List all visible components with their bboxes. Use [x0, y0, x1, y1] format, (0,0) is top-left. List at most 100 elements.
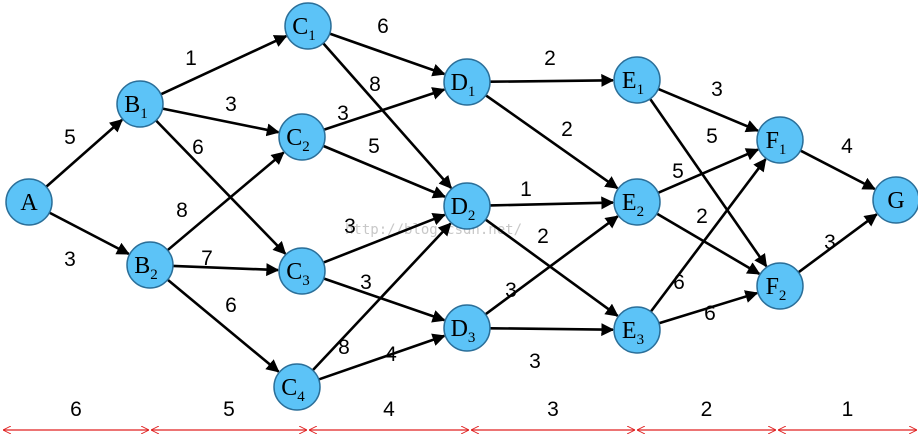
stage-label: 2: [701, 398, 713, 421]
node-circle: [278, 113, 326, 161]
edge-weight-label: 1: [185, 47, 197, 70]
edge-c2-d2: [322, 144, 447, 199]
node-circle: [613, 56, 661, 104]
edge-e2-f2: [656, 212, 761, 275]
edge-weight-label: 4: [385, 343, 397, 366]
edge-c2-d1: [323, 87, 446, 131]
edge-c1-d2: [322, 42, 453, 189]
edge-weight-label: 6: [704, 302, 716, 325]
stage-label: 5: [223, 398, 235, 421]
node-e2: E2: [613, 178, 661, 226]
stage-label: 4: [383, 398, 395, 421]
edge-weight-label: 6: [192, 136, 204, 159]
node-d3: D3: [443, 304, 491, 352]
node-e3: E3: [613, 306, 661, 354]
edge-weight-label: 4: [841, 135, 853, 158]
node-circle: [872, 176, 918, 224]
edge-d2-e2: [489, 196, 615, 210]
node-circle: [278, 247, 326, 295]
edge-f1-g: [799, 149, 876, 191]
edge-d1-e2: [485, 94, 619, 190]
stage-label: 3: [547, 398, 559, 421]
node-circle: [613, 178, 661, 226]
edge-weight-label: 3: [337, 102, 349, 125]
edge-weight-label: 2: [696, 205, 708, 228]
edge-weight-label: 5: [672, 160, 684, 183]
edge-c3-d2: [322, 213, 446, 264]
edge-weight-label: 2: [544, 47, 556, 70]
node-f1: F1: [756, 116, 804, 164]
node-f2: F2: [756, 262, 804, 310]
node-circle: [613, 306, 661, 354]
node-label: C4: [281, 375, 305, 405]
edge-weight-label: 2: [561, 118, 573, 141]
edge-f2-g: [797, 213, 878, 274]
edge-b2-c4: [166, 278, 280, 373]
edge-e2-f1: [657, 148, 760, 195]
edge-weight-label: 7: [201, 247, 213, 270]
edge-weight-label: 3: [344, 215, 356, 238]
edge-e3-f1: [649, 158, 767, 313]
node-circle: [126, 241, 174, 289]
node-circle: [284, 2, 332, 50]
node-label: G: [887, 188, 904, 214]
node-c1: C1: [284, 2, 332, 50]
node-circle: [756, 116, 804, 164]
node-d1: D1: [443, 58, 491, 106]
edge-b2-c2: [166, 151, 285, 252]
edge-e3-f2: [658, 290, 759, 325]
edge-weight-label: 6: [225, 294, 237, 317]
edge-c4-d2: [311, 222, 452, 372]
edge-weight-label: 8: [369, 73, 381, 96]
edge-d2-e3: [484, 218, 619, 317]
stages-layer: 6 5 4 3 2 1: [3, 398, 917, 430]
node-b1: B1: [116, 80, 164, 128]
node-e1: E1: [613, 56, 661, 104]
edge-weight-label: 3: [360, 271, 372, 294]
edge-a-b1: [45, 118, 123, 188]
edge-weight-label: 3: [505, 279, 517, 302]
edge-weight-label: 3: [529, 350, 541, 373]
node-circle: [443, 58, 491, 106]
edge-weight-label: 6: [377, 15, 389, 38]
edge-weight-label: 8: [338, 336, 350, 359]
watermark-text: http://blog.csdn.net/: [345, 222, 522, 238]
node-label: A: [20, 190, 38, 216]
node-circle: [443, 304, 491, 352]
node-g: G: [872, 176, 918, 224]
node-circle: [273, 363, 321, 411]
edge-weight-label: 5: [368, 135, 380, 158]
node-a: A: [5, 178, 53, 226]
edge-c1-d1: [329, 32, 446, 77]
node-circle: [756, 262, 804, 310]
node-circle: [116, 80, 164, 128]
edge-a-b2: [48, 211, 130, 256]
edge-weight-label: 8: [176, 199, 188, 222]
node-circle: [5, 178, 53, 226]
node-circle: [443, 182, 491, 230]
edge-weight-label: 3: [711, 78, 723, 101]
edge-weight-label: 3: [824, 231, 836, 254]
edge-weight-label: 3: [64, 248, 76, 271]
node-b2: B2: [126, 241, 174, 289]
edge-weight-label: 5: [706, 125, 718, 148]
stage-label: 6: [70, 398, 82, 421]
node-c2: C2: [278, 113, 326, 161]
edge-c3-d3: [323, 277, 446, 323]
edge-weight-label: 2: [537, 225, 549, 248]
node-c3: C3: [278, 247, 326, 295]
edge-e1-f1: [657, 87, 760, 133]
edge-d3-e2: [484, 215, 619, 316]
edge-b1-c2: [162, 107, 280, 137]
edge-e1-f2: [649, 98, 768, 268]
edge-b2-c3: [172, 263, 280, 277]
edge-b1-c1: [160, 34, 288, 96]
edge-weight-label: 1: [520, 178, 532, 201]
node-d2: D2: [443, 182, 491, 230]
stage-label: 1: [842, 398, 854, 421]
edge-d3-e3: [489, 323, 615, 337]
edge-weight-label: 6: [673, 271, 685, 294]
